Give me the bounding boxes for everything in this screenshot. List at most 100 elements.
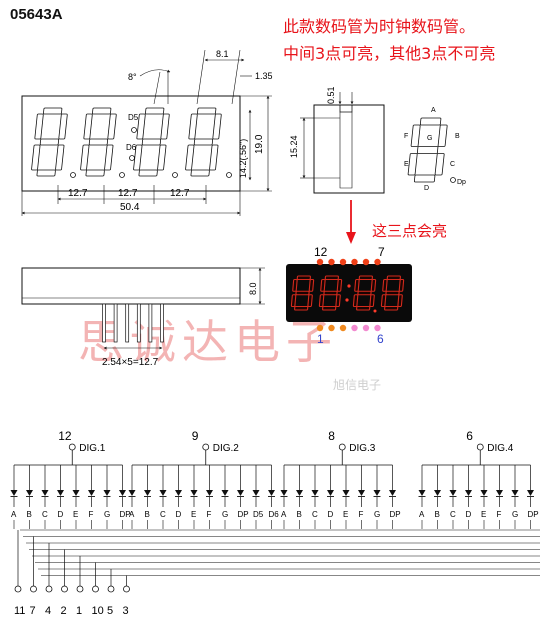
- dig2-seg-label-DP: DP: [238, 510, 249, 519]
- dig4-diode-G: [511, 490, 519, 496]
- dig2-diode-D5: [252, 490, 260, 496]
- bottom-pin-node-1: [14, 585, 22, 593]
- dim-side-height: 15.24: [289, 135, 299, 158]
- photo-digit-2-seg-f: [320, 278, 326, 292]
- photo-digit-2-seg-a: [324, 275, 339, 281]
- dig1-diode-G: [103, 490, 111, 496]
- front-digit-4: [185, 107, 222, 177]
- dig3-diode-B: [296, 490, 303, 496]
- photo-top-dot-3: [339, 258, 347, 266]
- photo-digit-3-seg-a: [358, 275, 373, 281]
- legend-f: F: [404, 133, 408, 140]
- photo-pin-right-num: 7: [378, 245, 385, 259]
- dig2-seg-label-D5: D5: [253, 510, 264, 519]
- part-number-title: 05643A: [10, 6, 63, 23]
- photo-digit-4-seg-f: [382, 278, 388, 292]
- front-digit-3-seg-a: [145, 107, 165, 115]
- dig1-seg-label-A: A: [11, 510, 17, 519]
- dig1-diode-B: [26, 490, 33, 496]
- bottom-pin-node-7: [107, 585, 115, 593]
- dig1-diode-D: [57, 490, 64, 496]
- dig3-diode-E: [342, 490, 350, 496]
- dig4-seg-label-A: A: [419, 510, 425, 519]
- photo-digit-2-seg-b: [336, 278, 343, 292]
- front-digit-3-seg-b: [160, 113, 170, 140]
- dim-side-width: 0.51: [326, 86, 336, 104]
- photo-digit-3-seg-e: [352, 294, 359, 308]
- front-digit-3-seg-g: [141, 138, 162, 146]
- dig2-diode-A: [128, 490, 136, 496]
- dim-pitch-1: 12.7: [68, 188, 88, 199]
- photo-digit-1-seg-a: [296, 275, 311, 281]
- bottom-view: 8.0 2.54×5=12.7: [21, 267, 265, 368]
- legend-g: G: [427, 135, 432, 142]
- photo-digit-2-seg-g: [323, 290, 338, 296]
- dig4-seg-label-B: B: [435, 510, 440, 519]
- photo-digit-1-seg-d: [294, 305, 309, 311]
- dp-label-d6: D6: [126, 143, 137, 152]
- dig1-diode-F: [88, 490, 95, 496]
- dig2-diode-D6: [268, 490, 275, 496]
- front-digits: [31, 107, 232, 178]
- dig3-diode-D: [327, 490, 334, 496]
- photo-bottom-dot-4: [351, 324, 358, 332]
- pin-4: [136, 303, 141, 343]
- pin-1: [102, 303, 106, 343]
- dig3-seg-label-G: G: [374, 510, 380, 519]
- front-dp-2: [119, 172, 125, 178]
- front-digit-1-seg-f: [34, 113, 44, 140]
- photo-digit-1-seg-c: [307, 294, 313, 308]
- front-dp-1: [70, 172, 76, 178]
- front-dp-4: [226, 172, 232, 178]
- dig-node-4: [476, 443, 484, 451]
- dig4-diode-E: [480, 490, 488, 496]
- front-digit-2-seg-d: [85, 169, 105, 177]
- legend-digit-shape: [407, 117, 448, 183]
- pin-2: [113, 303, 118, 343]
- watermark-small: 旭信电子: [333, 378, 382, 392]
- pin-3: [125, 303, 130, 343]
- dig-node-2: [202, 443, 210, 451]
- dig1-seg-label-E: E: [73, 510, 78, 519]
- pin-5: [148, 303, 153, 343]
- dig1-diode-A: [10, 490, 18, 496]
- dim-pin-pitch: 2.54×5=12.7: [102, 357, 159, 368]
- dig3-seg-label-F: F: [359, 510, 364, 519]
- photo-bottom-dot-5: [362, 324, 370, 332]
- dig-pin-2: 9: [192, 429, 199, 443]
- dim-pitch-3: 12.7: [170, 188, 190, 199]
- legend-a: A: [431, 107, 436, 114]
- dig3-diode-G: [373, 490, 381, 496]
- front-digit-2-seg-c: [104, 144, 114, 171]
- bottom-pin-node-6: [92, 585, 99, 593]
- dig2-seg-label-D6: D6: [269, 510, 280, 519]
- front-digit-4-seg-f: [188, 113, 198, 140]
- front-digit-2: [80, 107, 117, 177]
- dig2-seg-label-G: G: [222, 510, 228, 519]
- legend-digit: [407, 117, 448, 183]
- photo-bottom-dot-1: [316, 324, 324, 332]
- front-digit-4-seg-a: [197, 107, 217, 115]
- photo-top-dot-2: [328, 258, 335, 266]
- front-colon-d5: [131, 127, 137, 133]
- front-digit-4-seg-c: [209, 144, 219, 171]
- dig3-diode-C: [311, 490, 319, 496]
- side-view: 15.24 0.51: [289, 86, 385, 194]
- dig2-seg-label-B: B: [145, 510, 150, 519]
- legend-c: C: [450, 161, 455, 168]
- legend-digit-shape-seg-a: [419, 117, 442, 126]
- photo-top-dot-1: [316, 258, 324, 266]
- bottom-pin-label-1: 11: [14, 605, 25, 617]
- front-digit-3-seg-f: [136, 113, 146, 140]
- photo-bottom-dot-3: [339, 324, 347, 332]
- front-digit-1: [31, 107, 68, 177]
- photo-digit-1-seg-f: [292, 278, 298, 292]
- dig4-diode-F: [496, 490, 503, 496]
- dig1-diode-DP: [119, 490, 126, 496]
- bottom-pin-label-3: 4: [45, 605, 51, 617]
- front-digit-2-seg-e: [80, 144, 90, 171]
- photo-digit-4-seg-b: [398, 278, 405, 292]
